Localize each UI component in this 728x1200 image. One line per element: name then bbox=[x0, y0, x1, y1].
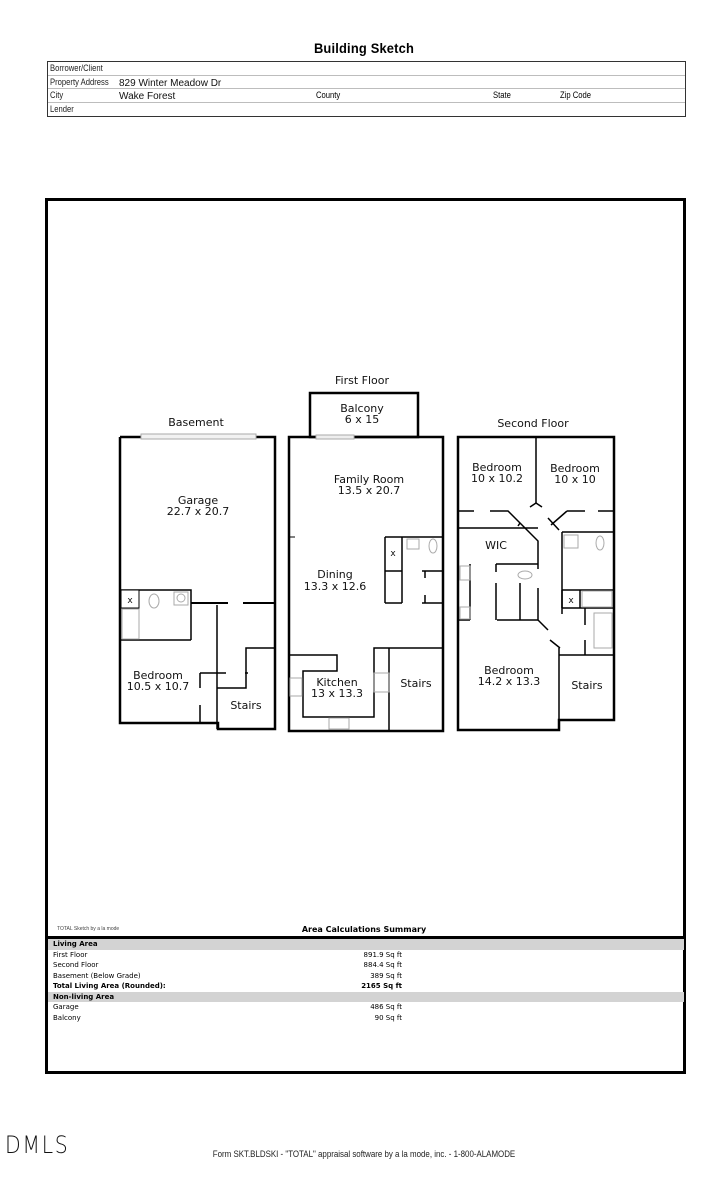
summary-title-text: Area Calculations Summary bbox=[301, 925, 427, 934]
row-label: Garage bbox=[53, 1003, 79, 1011]
basement-plan bbox=[118, 433, 277, 731]
lender-row: Lender bbox=[48, 103, 685, 117]
summary-divider bbox=[48, 936, 684, 939]
wic-label: WIC bbox=[485, 539, 507, 552]
second-closet-mark: x bbox=[568, 596, 574, 606]
first-floor-plan bbox=[287, 391, 445, 733]
zip-label: Zip Code bbox=[560, 90, 592, 100]
summary-title: Area Calculations Summary bbox=[0, 925, 728, 934]
family-room-name: Family Room bbox=[334, 473, 404, 486]
address-value: 829 Winter Meadow Dr bbox=[119, 77, 222, 89]
lender-label: Lender bbox=[50, 103, 74, 114]
basement-stairs-label: Stairs bbox=[230, 699, 262, 712]
second-floor-plan bbox=[456, 435, 616, 732]
row-value: 90 Sq ft bbox=[374, 1013, 402, 1022]
nonliving-area-header: Non-living Area bbox=[48, 991, 684, 1002]
dining-dims: 13.3 x 12.6 bbox=[304, 580, 367, 593]
master-bedroom-name: Bedroom bbox=[484, 664, 534, 677]
garage-dims: 22.7 x 20.7 bbox=[167, 505, 230, 518]
master-bedroom-dims: 14.2 x 13.3 bbox=[478, 675, 541, 688]
balcony-name: Balcony bbox=[340, 402, 384, 415]
row-value: 891.9 Sq ft bbox=[363, 950, 402, 959]
kitchen-name: Kitchen bbox=[316, 676, 357, 689]
kitchen-dims: 13 x 13.3 bbox=[311, 687, 363, 700]
total-label: Total Living Area (Rounded): bbox=[53, 982, 166, 990]
bedroom-2b-dims: 10 x 10 bbox=[554, 473, 596, 486]
first-closet-mark: x bbox=[390, 549, 396, 559]
balcony-dims: 6 x 15 bbox=[345, 413, 380, 426]
dmls-logo: DMLS bbox=[5, 1131, 70, 1159]
second-stairs-label: Stairs bbox=[571, 679, 603, 692]
bedroom-2b-name: Bedroom bbox=[550, 462, 600, 475]
address-label: Property Address bbox=[50, 76, 109, 87]
summary-row: Second Floor 884.4 Sq ft bbox=[48, 960, 684, 971]
nonliving-area-header-label: Non-living Area bbox=[53, 992, 115, 1001]
row-label: Basement (Below Grade) bbox=[53, 971, 141, 980]
row-label: First Floor bbox=[53, 950, 88, 959]
state-label: State bbox=[493, 90, 511, 100]
basement-bedroom-dims: 10.5 x 10.7 bbox=[127, 680, 190, 693]
summary-row: Basement (Below Grade) 389 Sq ft bbox=[48, 971, 684, 982]
basement-closet-mark: x bbox=[127, 596, 133, 606]
first-stairs-label: Stairs bbox=[400, 677, 432, 690]
summary-row: Garage 486 Sq ft bbox=[48, 1002, 684, 1013]
borrower-label: Borrower/Client bbox=[50, 63, 103, 73]
basement-floor-label: Basement bbox=[168, 416, 224, 429]
second-floor-label: Second Floor bbox=[497, 417, 569, 430]
sketch-credit: TOTAL Sketch by a la mode bbox=[57, 926, 120, 932]
borrower-row: Borrower/Client bbox=[48, 62, 685, 76]
document-title: Building Sketch bbox=[313, 40, 415, 56]
city-value: Wake Forest bbox=[119, 91, 176, 102]
city-label: City bbox=[50, 90, 64, 100]
row-label: Balcony bbox=[53, 1013, 81, 1022]
row-value: 884.4 Sq ft bbox=[363, 961, 402, 969]
living-area-header: Living Area bbox=[48, 939, 684, 950]
footer-form-text: Form SKT.BLDSKI - "TOTAL" appraisal soft… bbox=[212, 1149, 516, 1159]
address-row: Property Address 829 Winter Meadow Dr bbox=[48, 76, 685, 89]
total-living-row: Total Living Area (Rounded): 2165 Sq ft bbox=[48, 981, 684, 992]
garage-name: Garage bbox=[178, 494, 219, 507]
summary-row: First Floor 891.9 Sq ft bbox=[48, 950, 684, 961]
bedroom-2a-dims: 10 x 10.2 bbox=[471, 472, 523, 485]
area-summary-table: Living Area First Floor 891.9 Sq ft Seco… bbox=[48, 936, 684, 1023]
basement-bedroom-name: Bedroom bbox=[133, 669, 183, 682]
row-value: 486 Sq ft bbox=[370, 1003, 402, 1011]
county-label: County bbox=[316, 90, 341, 100]
summary-row: Balcony 90 Sq ft bbox=[48, 1013, 684, 1024]
first-floor-label: First Floor bbox=[335, 374, 389, 387]
row-label: Second Floor bbox=[53, 961, 99, 969]
bedroom-2a-name: Bedroom bbox=[472, 461, 522, 474]
city-row: City Wake Forest County State Zip Code bbox=[48, 89, 685, 103]
row-value: 389 Sq ft bbox=[370, 971, 402, 980]
living-area-header-label: Living Area bbox=[53, 940, 98, 948]
family-room-dims: 13.5 x 20.7 bbox=[338, 484, 401, 497]
property-info-table: Borrower/Client Property Address 829 Win… bbox=[47, 61, 686, 117]
dining-name: Dining bbox=[317, 568, 353, 581]
sketch-frame bbox=[45, 198, 686, 1074]
total-value: 2165 Sq ft bbox=[361, 982, 402, 990]
